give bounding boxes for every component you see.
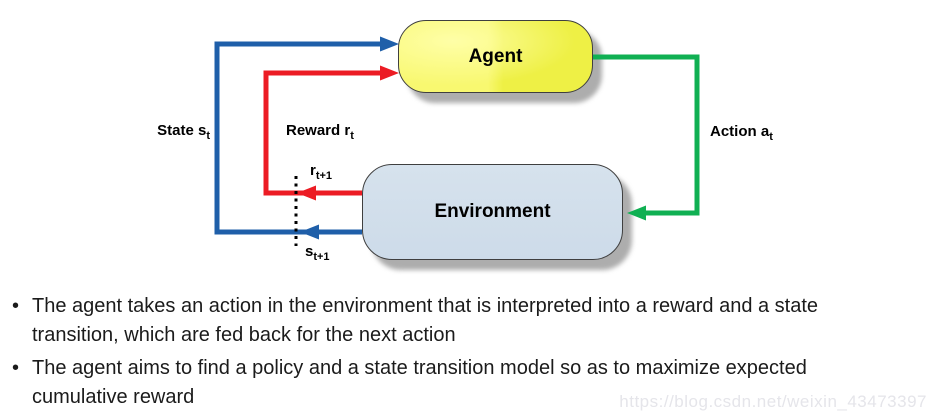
state-arrowhead-into-agent-icon	[380, 36, 399, 52]
note-item-1: The agent takes an action in the environ…	[10, 292, 900, 350]
reward-arrowhead-at-divider-icon	[297, 185, 316, 201]
agent-box-label: Agent	[468, 45, 523, 67]
reward-label: Reward rt	[286, 122, 354, 142]
note-item-2: The agent aims to find a policy and a st…	[10, 354, 900, 412]
arrow-canvas	[214, 36, 700, 246]
notes-list: The agent takes an action in the environ…	[10, 292, 900, 416]
state-label: State st	[157, 122, 210, 142]
reward-next-label: rt+1	[310, 162, 333, 182]
action-arrow-path	[593, 54, 700, 216]
state-next-label: st+1	[305, 243, 330, 263]
reward-arrowhead-into-agent-icon	[380, 65, 399, 81]
agent-box: Agent	[398, 20, 593, 93]
action-label: Action at	[710, 123, 773, 143]
environment-box-label: Environment	[434, 201, 551, 222]
state-arrow-path	[214, 41, 386, 235]
state-arrowhead-at-divider-icon	[300, 224, 319, 240]
action-arrowhead-into-environment-icon	[627, 205, 646, 221]
environment-box: Environment	[362, 164, 623, 260]
watermark-url: https://blog.csdn.net/weixin_43473397	[619, 392, 927, 411]
rl-loop-diagram: Agent Environment State st Reward rt Act…	[157, 20, 773, 270]
